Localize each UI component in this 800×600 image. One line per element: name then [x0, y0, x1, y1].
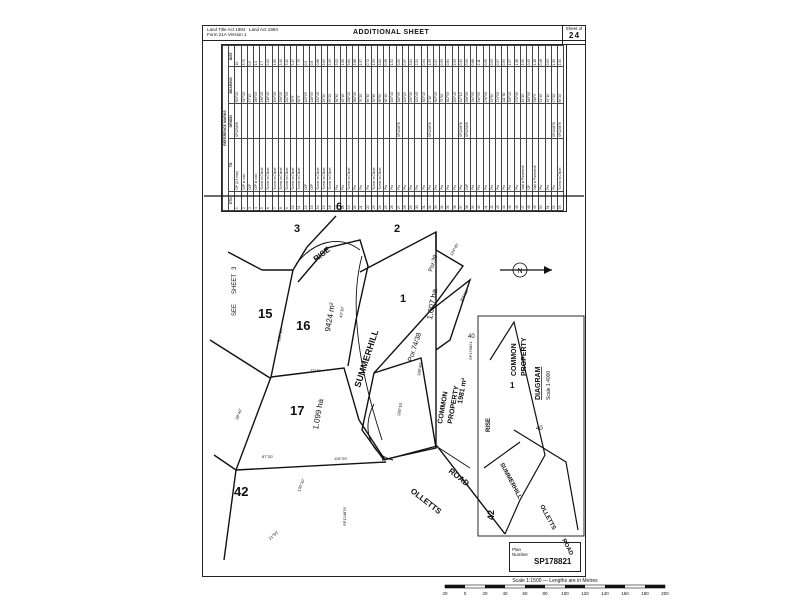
scale-tick-label: 160: [621, 591, 629, 596]
parcel-label: Por.39: [428, 254, 439, 273]
sheet-num: 2: [568, 31, 574, 40]
plan-label: Plan Number: [512, 547, 528, 557]
scale-tick-label: 80: [542, 591, 548, 596]
lot-area: 9424 m²: [323, 302, 337, 333]
diagram-label: ROAD: [560, 538, 574, 557]
bearing-label: 355°10': [276, 328, 284, 342]
bearing-label: 124°40': [449, 242, 460, 256]
bearings: 355°10' 73°40' 87°20' 115°20' 98°40' 43°…: [234, 242, 475, 541]
bearing-label: 73°40': [310, 368, 321, 373]
plan-label-line: Plan: [512, 547, 522, 552]
bearing-label: 305°50': [459, 288, 470, 302]
plan-label-line: Number: [512, 552, 529, 557]
bearing-label: SP124876: [342, 507, 347, 526]
survey-sheet: Land Title Act 1994 Land Act 1994 Form 2…: [202, 25, 669, 596]
bearing-label: 87°20': [262, 454, 273, 459]
road-edges: [295, 241, 471, 469]
scale-tick-label: 140: [601, 591, 609, 596]
diagram-scale: Scale 1:4000: [546, 371, 552, 400]
lot-number: 6: [336, 201, 342, 213]
bearing-label: 260°10': [396, 402, 403, 416]
diagram-label: 1: [510, 381, 515, 390]
header-acts: Land Title Act 1994 Land Act 1994 Form 2…: [207, 27, 278, 37]
scale-tick-label: 20: [442, 591, 448, 596]
diagram-label: 40: [536, 426, 543, 432]
road-name: ROAD: [447, 466, 471, 488]
diagram-label: PROPERTY: [521, 337, 528, 376]
sheet-header: Land Title Act 1994 Land Act 1994 Form 2…: [203, 26, 585, 41]
inset-diagram: [477, 315, 585, 537]
see-sheet-word: 3: [232, 266, 238, 270]
diagram-label: SUMMERHILL: [498, 462, 522, 500]
scale-caption: Scale 1:1500 — Lengths are in Metres: [512, 578, 598, 584]
bearing-label: 40: [468, 334, 475, 340]
road-name: SUMMERHILL: [352, 328, 380, 389]
see-sheet-label: SEE SHEET 3: [232, 266, 238, 316]
diagram-labels: COMMON PROPERTY DIAGRAM Scale 1:4000 RIS…: [486, 337, 574, 557]
road-names: SUMMERHILL RISE OLLETTS ROAD: [312, 245, 471, 517]
diagram-label: COMMON: [511, 343, 518, 376]
north-arrow-icon: N: [500, 262, 552, 278]
diagram-label: OLLETTS: [538, 504, 556, 531]
sheet-number-box: Sheet of 2 4: [562, 26, 585, 45]
bearing-label: 188°40': [416, 362, 423, 376]
diagram-label: 42: [486, 510, 496, 520]
lot-number: 17: [290, 403, 304, 418]
sheet-total: 4: [574, 31, 580, 40]
scale-tick-label: 60: [522, 591, 528, 596]
bearing-label: 176°10': [296, 478, 305, 493]
common-property-label: COMMON PROPERTY 1981 m²: [437, 377, 469, 425]
svg-text:N: N: [517, 268, 522, 275]
lot-number: 15: [258, 306, 272, 321]
lot-number: 3: [294, 223, 300, 235]
see-sheet-word: SHEET: [232, 274, 238, 294]
lot-number: 16: [296, 318, 310, 333]
lot-area: 1.099 ha: [311, 398, 325, 431]
lot-number: 1: [400, 293, 406, 305]
scale-tick-label: 200: [661, 591, 669, 596]
road-name: OLLETTS: [409, 486, 444, 516]
act-line: Land Act 1994: [249, 27, 278, 32]
scale-tick-label: 100: [561, 591, 569, 596]
bearing-label: SP176821: [468, 341, 473, 360]
plan-number-box: Plan Number SP178821: [509, 542, 581, 572]
sheet-label: Sheet: [565, 26, 578, 31]
act-line: Land Title Act 1994: [207, 27, 246, 32]
lot-number: 42: [234, 484, 248, 499]
lot-area: 1.007 ha: [425, 288, 439, 321]
cp-line: 1981 m²: [457, 377, 469, 405]
act-line: Form 21A Version 1: [207, 32, 247, 37]
diagram-title: DIAGRAM: [535, 366, 542, 400]
diagram-label: RISE: [486, 418, 492, 432]
scale-tick-label: 180: [641, 591, 649, 596]
bearing-label: 115°20': [334, 456, 347, 461]
lot-numbers: 15 16 17 42 3 6 2 1: [234, 201, 406, 499]
scale-tick-label: 0: [464, 591, 467, 596]
sheet-of: of: [578, 26, 583, 31]
bearing-label: 43°10': [338, 306, 345, 318]
bearing-label: 98°40': [234, 408, 243, 421]
scale-tick-label: 20: [482, 591, 488, 596]
sheet-title: ADDITIONAL SHEET: [353, 29, 430, 36]
lot-boundaries: [209, 215, 506, 561]
scale-tick-label: 40: [502, 591, 508, 596]
scale-tick-label: 120: [581, 591, 589, 596]
plan-number: SP178821: [534, 557, 572, 566]
lot-number: 2: [394, 223, 400, 235]
bearing-label: 21°50': [267, 530, 279, 541]
see-sheet-word: SEE: [232, 304, 238, 316]
